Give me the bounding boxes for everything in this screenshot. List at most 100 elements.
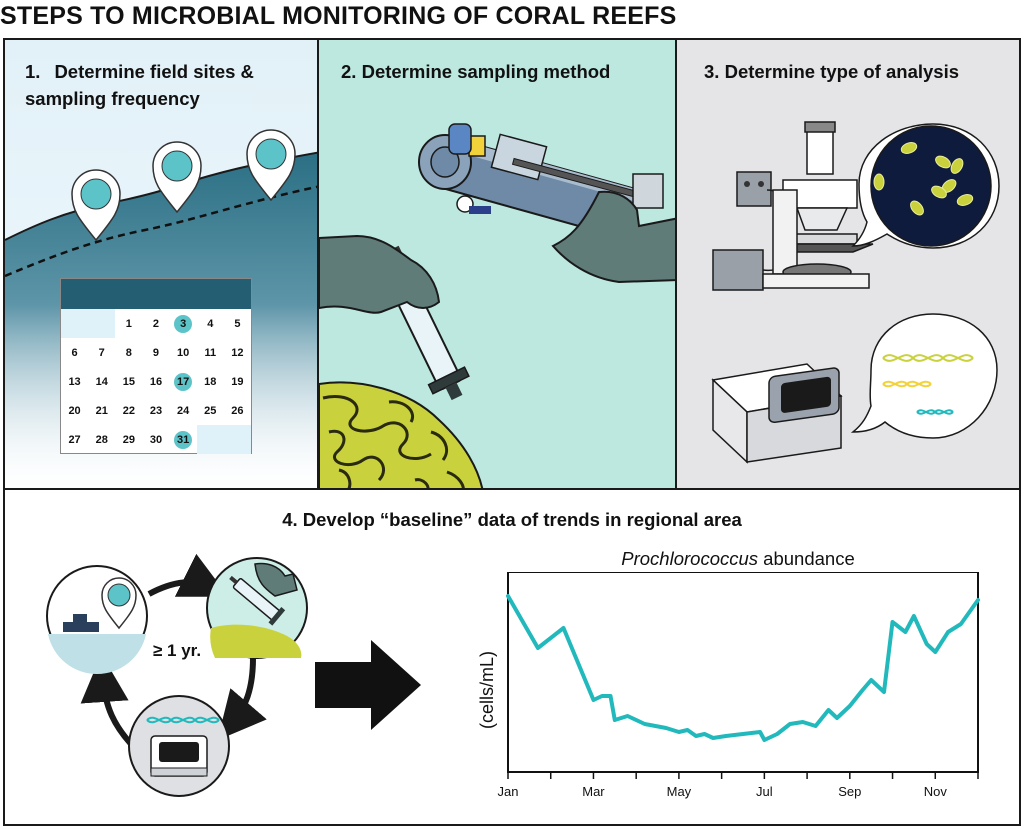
panel-field-sites: 1. Determine field sites & sampling frequ… [3,38,319,490]
x-tick-label: Jan [498,784,519,799]
sampling-day-marker: 31 [174,430,193,449]
cycle-duration-label: ≥ 1 yr. [153,641,201,660]
calendar-day: 18 [204,375,217,388]
calendar-day: 30 [149,433,163,446]
monitoring-cycle-diagram: ≥ 1 yr. [46,553,308,797]
location-pin-icon [71,169,121,242]
chart-title-rest: abundance [763,548,855,569]
right-arrow-icon [315,640,421,730]
bacteria-icon [873,142,974,216]
microscope-icon [712,121,874,291]
cycle-step-analysis [128,695,230,797]
x-tick-label: Sep [838,784,861,799]
step3-number: 3. [704,61,720,82]
panel-sampling-method: 2. Determine sampling method [317,38,677,490]
brain-coral-illustration [319,381,484,488]
calendar-day: 7 [98,346,105,359]
calendar-day-sampling: 17 [170,367,197,396]
calendar-blank-cell [61,309,89,338]
chart-title: Prochlorococcus abundance [502,548,974,570]
calendar-day: 24 [177,404,190,417]
cycle-step-field-site [46,565,148,675]
step1-heading: 1. Determine field sites & sampling frequ… [25,58,254,112]
dna-icon [146,716,220,724]
calendar-day: 19 [231,375,244,388]
abundance-chart: (cells/mL) Jan Mar May Jul Sep Nov [477,572,980,799]
calendar-blank-cell [88,309,116,338]
calendar-day: 8 [125,346,132,359]
calendar-day: 10 [177,346,190,359]
calendar-day: 16 [149,375,163,388]
abundance-series-line [506,594,980,742]
sampling-illustration [319,123,675,488]
location-pin-icon [101,577,137,630]
step2-heading: 2. Determine sampling method [341,58,610,85]
step1-number: 1. [25,61,41,82]
microscope-view [870,125,992,247]
step4-heading: 4. Develop “baseline” data of trends in … [5,506,1019,533]
sequencer-icon [711,363,843,464]
calendar-blank-cell [223,425,251,454]
y-axis-label: (cells/mL) [477,651,497,729]
chart-title-italic: Prochlorococcus [621,548,759,569]
calendar-day: 27 [68,433,81,446]
cycle-arrow [217,657,267,741]
calendar-day-sampling: 31 [170,425,197,454]
x-tick-label: Nov [924,784,948,799]
gloved-hand [319,234,441,314]
location-pin-icon [152,141,202,214]
calendar-day: 29 [122,433,135,446]
step4-number: 4. [282,509,298,530]
speech-bubble [851,123,1000,249]
step2-heading-text: Determine sampling method [361,61,611,82]
panel-analysis-type: 3. Determine type of analysis [675,38,1021,490]
step3-heading-text: Determine type of analysis [724,61,959,82]
panel-baseline-trends: 4. Develop “baseline” data of trends in … [3,488,1021,826]
calendar-day-sampling: 3 [170,309,197,338]
gloved-hand [551,190,675,284]
gloved-hand [254,562,298,597]
calendar-day: 26 [231,404,244,417]
step4-heading-text: Develop “baseline” data of trends in reg… [302,509,742,530]
calendar-day: 23 [149,404,163,417]
location-pin-icon [246,129,296,202]
calendar-day: 2 [152,317,160,330]
page-title: STEPS TO MICROBIAL MONITORING OF CORAL R… [0,2,677,30]
calendar-day: 20 [68,404,81,417]
x-tick-label: Mar [582,784,605,799]
speech-bubble [850,313,998,439]
calendar-day: 14 [95,375,108,388]
x-tick-label: Jul [756,784,773,799]
plot-frame [507,572,979,773]
step1-heading-line1: Determine field sites & [54,61,254,82]
calendar-day: 22 [122,404,135,417]
step1-heading-line2: sampling frequency [25,88,200,109]
step2-number: 2. [341,61,357,82]
syringe-icon [229,575,286,626]
calendar-day: 28 [95,433,108,446]
survey-path [5,185,317,278]
calendar-day: 12 [231,346,244,359]
dna-icon [882,354,974,415]
calendar-day: 25 [204,404,217,417]
calendar-header [61,279,251,309]
step3-heading: 3. Determine type of analysis [704,58,959,85]
calendar-day: 13 [68,375,81,388]
calendar-blank-cell [196,425,224,454]
calendar-day: 11 [204,346,217,359]
calendar-day: 6 [71,346,78,359]
cycle-arrow [80,654,134,746]
x-tick-label: May [667,784,692,799]
calendar-day: 1 [125,317,132,330]
calendar-day: 21 [95,404,108,417]
sampling-day-marker: 3 [174,314,193,333]
cycle-step-sampling [206,557,308,659]
calendar-day: 5 [234,317,241,330]
sampling-day-marker: 17 [174,372,193,391]
calendar-day: 4 [207,317,214,330]
sequencer-icon [150,735,208,777]
cycle-arrow [147,553,229,597]
analysis-illustration [711,121,1000,464]
